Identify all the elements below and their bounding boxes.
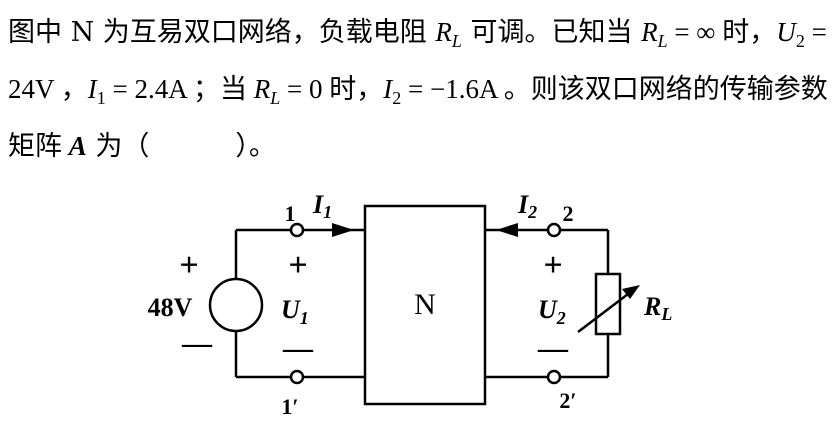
u2-var: U2	[776, 17, 805, 51]
question-seg6: = 0 时，	[280, 74, 384, 104]
matrix-var: A	[68, 131, 87, 161]
source-minus: —	[181, 327, 213, 360]
question-seg8: 为（	[86, 131, 150, 162]
network-label: N	[414, 288, 436, 321]
u1-label: U1	[281, 295, 309, 328]
u2-minus: —	[537, 332, 569, 365]
circuit-wires	[208, 204, 633, 406]
terminal-1	[289, 222, 305, 238]
node-2-label: 2	[563, 201, 574, 226]
question-seg2: 可调。已知当	[461, 17, 642, 48]
rl-var-2: RL	[641, 17, 668, 51]
rl-label: RL	[643, 292, 672, 324]
i2-label: I2	[517, 190, 537, 222]
question-seg5: = 2.4A ；当	[105, 74, 254, 104]
i1-label: I1	[312, 190, 332, 222]
question-text: 图中 N 为互易双口网络，负载电阻 RL 可调。已知当 RL = ∞ 时，U2 …	[8, 4, 830, 175]
question-seg1: 图中 N 为互易双口网络，负载电阻	[8, 17, 436, 48]
rl-var: RL	[435, 17, 462, 51]
rl-var-3: RL	[253, 74, 281, 108]
terminal-2p	[546, 369, 562, 385]
question-seg3: = ∞ 时，	[667, 17, 777, 47]
node-1p-label: 1′	[281, 394, 298, 419]
variable-arrow-head-icon	[622, 285, 640, 299]
u2-label: U2	[538, 295, 566, 328]
u2-plus: +	[543, 247, 562, 284]
source-plus: +	[179, 247, 198, 284]
question-seg4: = 24V ，	[8, 17, 827, 104]
node-1-label: 1	[285, 201, 296, 226]
i2-arrow-icon	[496, 223, 518, 237]
question-seg7: = −1.6A 。则该双口网络的传输参数矩阵	[8, 74, 828, 161]
i1-var: I1	[87, 74, 106, 108]
u1-plus: +	[288, 247, 307, 284]
terminal-2	[546, 222, 562, 238]
source-label: 48V	[148, 293, 193, 322]
i2-var: I2	[383, 74, 402, 108]
i1-arrow-icon	[332, 223, 354, 237]
network-box	[363, 204, 487, 406]
voltage-source	[208, 277, 264, 333]
node-2p-label: 2′	[559, 388, 576, 413]
u1-minus: —	[282, 332, 314, 365]
load-resistor	[594, 272, 622, 336]
question-seg9: ）。	[235, 131, 276, 162]
terminal-1p	[289, 369, 305, 385]
variable-arrow-shaft	[577, 290, 633, 333]
